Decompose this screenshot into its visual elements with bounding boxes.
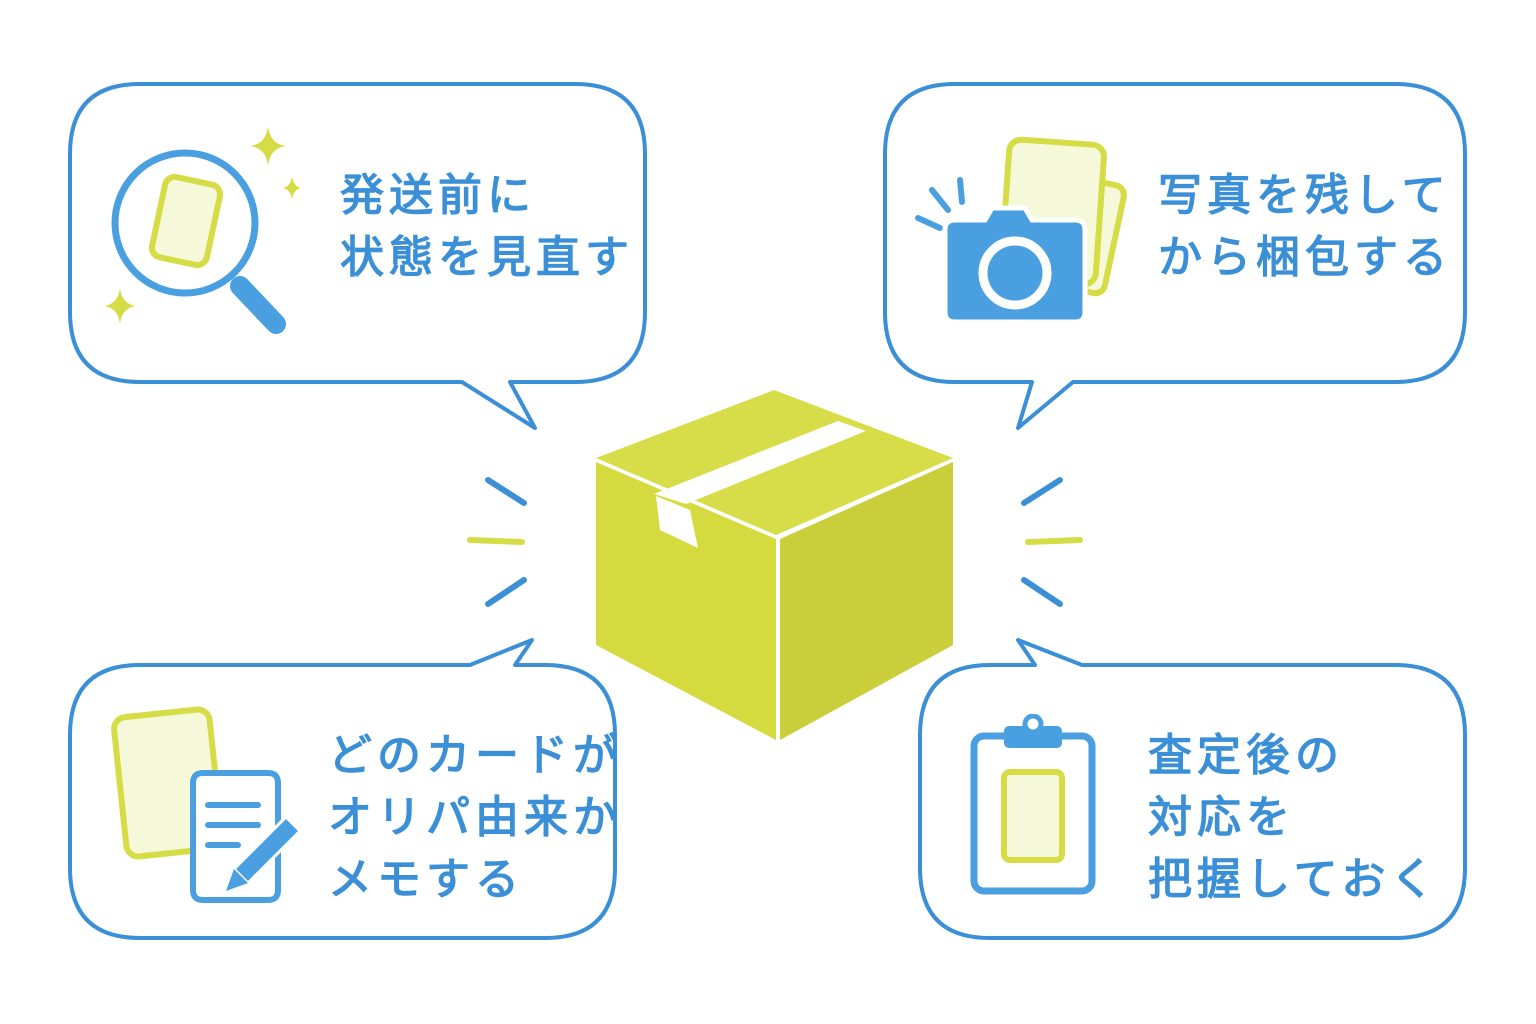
bubble-top-left-text: 発送前に 状態を見直す bbox=[340, 165, 634, 289]
pencil-icon bbox=[226, 814, 303, 891]
box-side-face bbox=[780, 462, 953, 740]
sparkle-icon bbox=[250, 126, 286, 166]
emphasis-lines-left bbox=[467, 477, 527, 607]
bubble-line: 状態を見直す bbox=[340, 232, 634, 283]
box-tape-front bbox=[656, 496, 698, 548]
bubble-line: オリパ由来か bbox=[328, 792, 622, 843]
camera-flash-lines bbox=[915, 177, 965, 231]
bubble-line: 写真を残して bbox=[1158, 170, 1451, 221]
magnifier-card-icon bbox=[104, 126, 300, 334]
bubble-line: 対応を bbox=[1148, 792, 1295, 843]
bubble-line: メモする bbox=[328, 854, 524, 905]
camera-cards-icon bbox=[915, 136, 1127, 325]
bubble-line: 発送前に bbox=[340, 170, 536, 221]
bubble-line: 査定後の bbox=[1148, 730, 1344, 781]
bubble-bottom-right-text: 査定後の 対応を 把握しておく bbox=[1148, 725, 1439, 911]
box-front-face bbox=[596, 462, 776, 740]
emphasis-lines-right bbox=[1021, 477, 1083, 607]
cardboard-box-icon bbox=[596, 390, 953, 740]
box-tape-top bbox=[654, 421, 866, 504]
clipboard-card-icon bbox=[970, 714, 1096, 895]
memo-pencil-icon bbox=[111, 706, 303, 903]
bubble-line: から梱包する bbox=[1158, 232, 1452, 283]
bubble-line: 把握しておく bbox=[1148, 854, 1440, 905]
sparkle-icon bbox=[283, 176, 300, 200]
bubble-bottom-left-text: どのカードが オリパ由来か メモする bbox=[328, 725, 622, 911]
bubble-line: どのカードが bbox=[328, 730, 622, 781]
sparkle-icon bbox=[104, 288, 136, 324]
bubble-top-right-text: 写真を残して から梱包する bbox=[1158, 165, 1452, 289]
